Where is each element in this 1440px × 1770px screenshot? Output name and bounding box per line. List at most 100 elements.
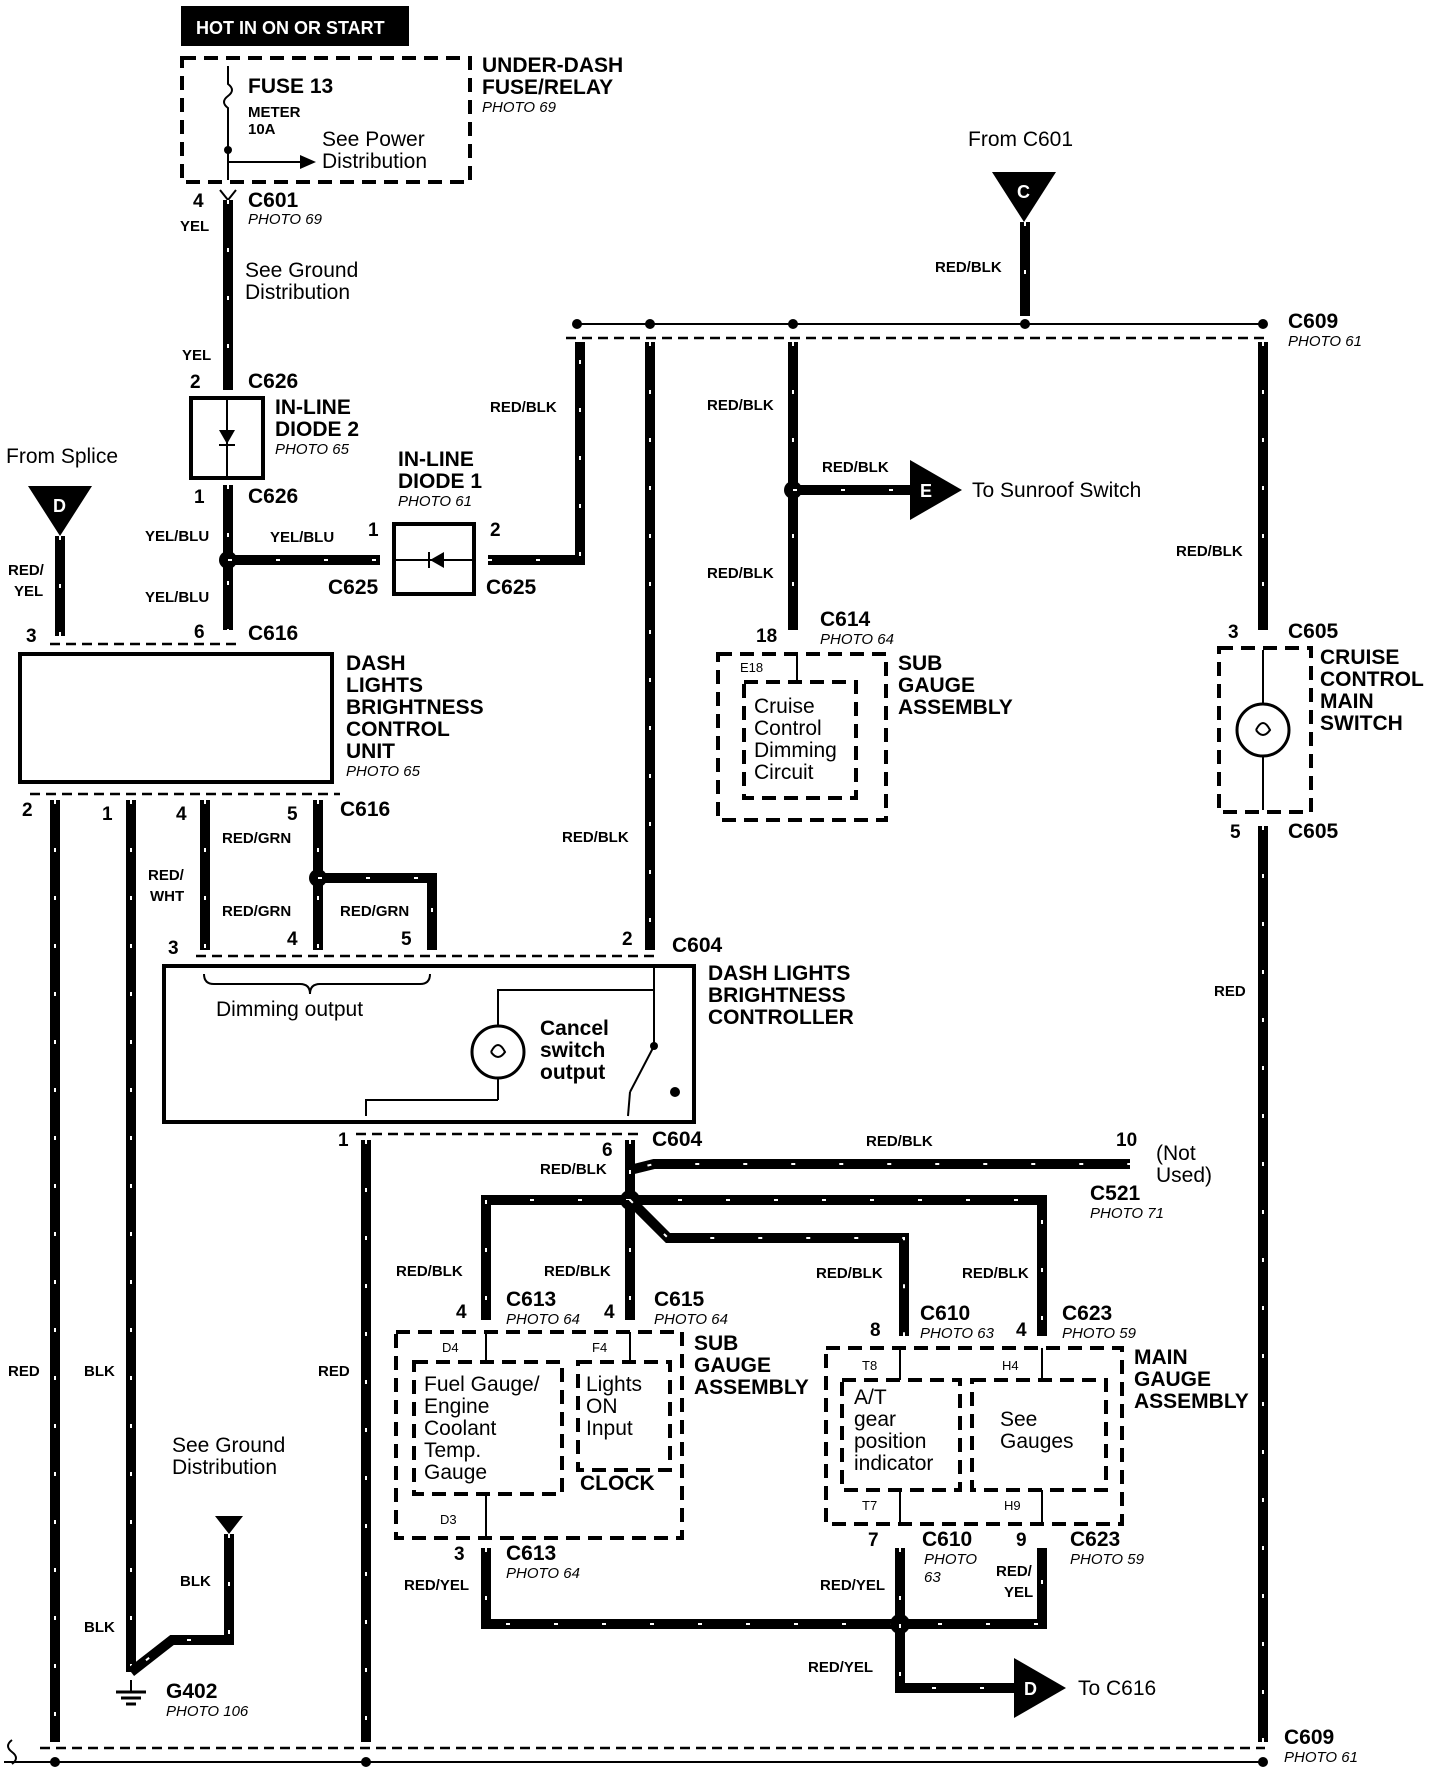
tag-c-letter: C (1017, 182, 1030, 202)
switch-pivot (650, 1042, 658, 1050)
wire-red-grn-1: RED/GRN (222, 830, 291, 847)
c604-pin-4: 4 (287, 929, 298, 950)
lights-1: Lights (586, 1373, 642, 1396)
diode2-title-1: IN-LINE (275, 396, 351, 419)
wire-red-blk-9: RED/BLK (866, 1133, 933, 1150)
wire-yel-blu-3: YEL/BLU (270, 529, 334, 546)
switch-contact (670, 1087, 680, 1097)
c626-pin-1: 1 (194, 487, 205, 508)
c616-label-top: C616 (248, 622, 298, 645)
see-power-2: Distribution (322, 150, 427, 173)
c613-photo-bottom: PHOTO 64 (506, 1565, 580, 1582)
see-gauges-2: Gauges (1000, 1430, 1074, 1453)
cruise-dim-3: Dimming (754, 739, 837, 762)
c623-pin-9: 9 (1016, 1530, 1027, 1551)
blk-wire-ground-2-stripe (130, 1534, 230, 1673)
cancel-to-pin1 (365, 1099, 498, 1116)
cruise-dim-4: Circuit (754, 761, 814, 784)
wire-red-blk-4: RED/BLK (707, 397, 774, 414)
wire-red-blk-10: RED/BLK (396, 1263, 463, 1280)
c604-pin-2: 2 (622, 929, 633, 950)
c610-pin-8: 8 (870, 1320, 881, 1341)
unit-title-2: LIGHTS (346, 674, 423, 697)
cancel-3: output (540, 1061, 605, 1084)
at-4: indicator (854, 1452, 933, 1475)
wire-red-blk-8: RED/BLK (540, 1161, 607, 1178)
c604-pin-6: 6 (602, 1140, 613, 1161)
c610-photo-bottom-b: 63 (924, 1569, 941, 1586)
c625-label-left: C625 (328, 576, 379, 599)
see-ground-2a: See Ground (172, 1434, 285, 1457)
c623-pin-4: 4 (1016, 1320, 1027, 1341)
wire-red-wht-a: RED/ (148, 867, 185, 884)
wire-yel-2: YEL (182, 347, 211, 364)
main-gauge-3: ASSEMBLY (1134, 1390, 1249, 1413)
wire-red-grn-2: RED/GRN (222, 903, 291, 920)
bottom-node-2 (361, 1757, 371, 1767)
c604-label-bottom: C604 (652, 1128, 703, 1151)
cancel-lamp-lead-top (497, 968, 655, 1026)
diode1-title-1: IN-LINE (398, 448, 474, 471)
wire-blk-1: BLK (84, 1363, 115, 1380)
cruise-switch-4: SWITCH (1320, 712, 1403, 735)
wire-red-yel-3b: YEL (1004, 1584, 1033, 1601)
red-blk-wire-diode1 (488, 342, 585, 565)
tag-d-letter-bottom: D (1024, 1679, 1037, 1699)
controller-title-1: DASH LIGHTS (708, 962, 850, 985)
d4-pin: D4 (442, 1340, 459, 1355)
red-blk-wire-to-c521 (625, 1140, 1130, 1177)
h9-pin: H9 (1004, 1498, 1021, 1513)
unit-title-3: BRIGHTNESS (346, 696, 484, 719)
c601-pin: 4 (193, 191, 204, 212)
c615-label: C615 (654, 1288, 705, 1311)
diode2-title-2: DIODE 2 (275, 418, 359, 441)
diode-1-symbol-icon (430, 552, 444, 568)
wire-red-yel-4: RED/YEL (808, 1659, 873, 1676)
wire-red-blk-13: RED/BLK (962, 1265, 1029, 1282)
main-gauge-1: MAIN (1134, 1346, 1188, 1369)
ground-tag-icon (215, 1516, 243, 1534)
unit-title-5: UNIT (346, 740, 395, 763)
wire-red-blk-7: RED/BLK (1176, 543, 1243, 560)
fuel-gauge-box (412, 1360, 564, 1496)
see-gauges-box (970, 1378, 1108, 1492)
sub-gauge-1: SUB (898, 652, 942, 675)
sub-gauge-assembly-top (716, 652, 888, 822)
lamp-bulb-icon (1235, 702, 1291, 758)
wire-yel-1: YEL (180, 218, 209, 235)
cancel-1: Cancel (540, 1017, 609, 1040)
wire-red-yel-b: YEL (14, 583, 43, 600)
fuse-box-photo: PHOTO 69 (482, 99, 557, 116)
c616-pin-6: 6 (194, 622, 205, 643)
from-splice-note: From Splice (6, 445, 118, 468)
see-ground-1a: See Ground (245, 259, 358, 282)
red-yel-wire-bus (481, 1548, 1047, 1629)
wire-red-blk-5: RED/BLK (822, 459, 889, 476)
sub-gauge-assembly-bottom (394, 1330, 684, 1540)
g402-label: G402 (166, 1680, 217, 1703)
cruise-switch-1: CRUISE (1320, 646, 1399, 669)
dash-lights-brightness-controller (162, 964, 696, 1124)
wire-red-yel-1: RED/YEL (404, 1577, 469, 1594)
wire-red-3: RED (318, 1363, 350, 1380)
bus-node-1 (572, 319, 582, 329)
unit-photo: PHOTO 65 (346, 763, 421, 780)
bus-node-4 (1020, 319, 1030, 329)
not-used-2: Used) (1156, 1164, 1212, 1187)
f4-pin: F4 (592, 1340, 607, 1355)
tag-d-icon-top (28, 486, 92, 536)
red-blk-wire-diode1-stripe (488, 342, 581, 561)
at-3: position (854, 1430, 926, 1453)
c610-label-top: C610 (920, 1302, 970, 1325)
bottom-node-1 (50, 1757, 60, 1767)
wire-red-2: RED (8, 1363, 40, 1380)
c616-pin-5: 5 (287, 804, 298, 825)
fuse-box-title-2: FUSE/RELAY (482, 76, 613, 99)
cancel-lamp-filament (490, 1044, 507, 1058)
c614-photo: PHOTO 64 (820, 631, 894, 648)
lamp-filament (1255, 722, 1272, 736)
c616-pin-3: 3 (26, 626, 37, 647)
cruise-dim-2: Control (754, 717, 822, 740)
red-yel-wire-to-c616-stripe (899, 1624, 1018, 1689)
c623-label-top: C623 (1062, 1302, 1112, 1325)
